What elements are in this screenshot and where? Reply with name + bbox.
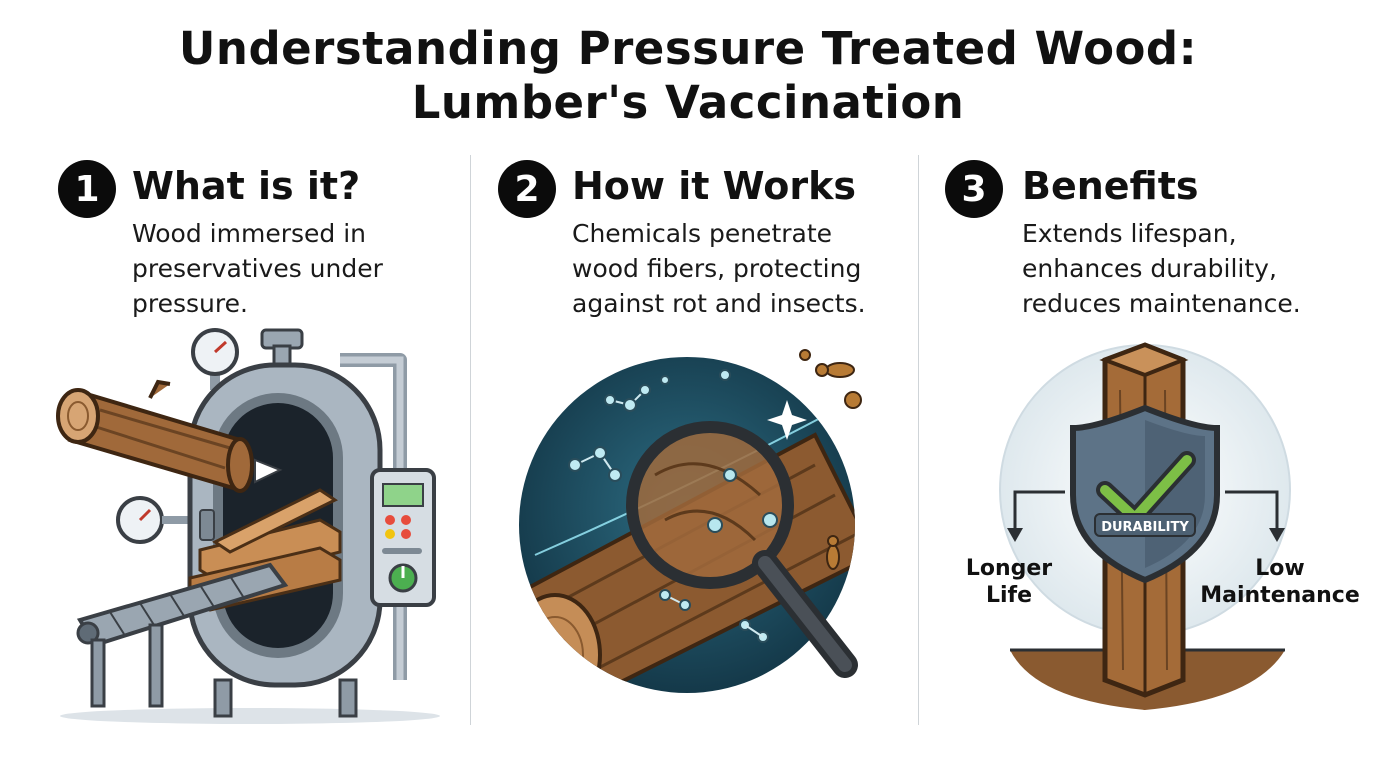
step-number-2: 2 — [498, 160, 556, 218]
benefit-longer-life-line2: Life — [986, 583, 1032, 608]
shield-label: DURABILITY — [1101, 520, 1189, 535]
description-line: reduces maintenance. — [1022, 289, 1301, 318]
description-line: preservatives under — [132, 254, 383, 283]
description-line: Chemicals penetrate — [572, 219, 833, 248]
description-line: enhances durability, — [1022, 254, 1277, 283]
page-title: Understanding Pressure Treated Wood: Lum… — [0, 22, 1376, 130]
magnifying-glass-log-icon — [519, 349, 862, 693]
section-description-2: Chemicals penetrate wood fibers, protect… — [572, 216, 892, 321]
shield-post-icon: DURABILITY Longer Life Low Maintenance — [966, 342, 1360, 710]
section-description-1: Wood immersed in preservatives under pre… — [132, 216, 452, 321]
description-line: Wood immersed in — [132, 219, 366, 248]
step-number-3: 3 — [945, 160, 1003, 218]
pressure-treatment-machine-icon — [56, 328, 440, 724]
section-description-3: Extends lifespan, enhances durability, r… — [1022, 216, 1342, 321]
section-heading-2: How it Works — [572, 164, 856, 208]
benefit-low-maintenance-line1: Low — [1255, 556, 1304, 581]
description-line: wood fibers, protecting — [572, 254, 862, 283]
section-heading-3: Benefits — [1022, 164, 1199, 208]
step-number-1: 1 — [58, 160, 116, 218]
divider-1 — [470, 155, 471, 725]
benefit-longer-life-line1: Longer — [966, 556, 1052, 581]
benefit-low-maintenance-line2: Maintenance — [1200, 583, 1360, 608]
divider-2 — [918, 155, 919, 725]
title-line-1: Understanding Pressure Treated Wood: — [178, 22, 1198, 75]
section-heading-1: What is it? — [132, 164, 361, 208]
description-line: against rot and insects. — [572, 289, 866, 318]
description-line: pressure. — [132, 289, 248, 318]
description-line: Extends lifespan, — [1022, 219, 1237, 248]
title-line-2: Lumber's Vaccination — [411, 76, 965, 129]
